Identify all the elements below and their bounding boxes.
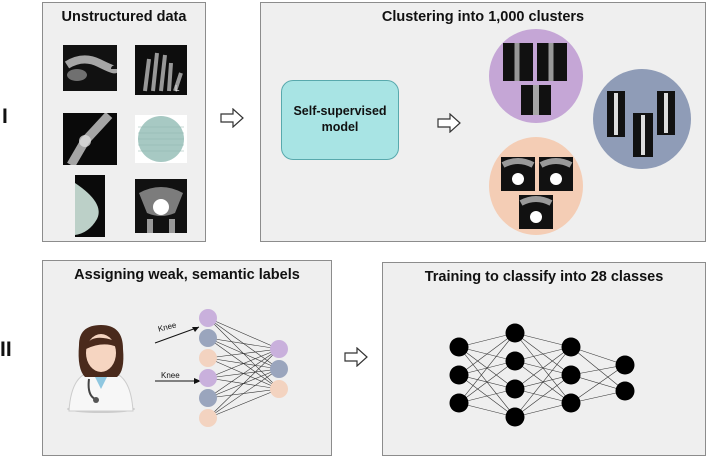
input-node-1: [199, 309, 217, 327]
arrow-to-lower-node: [155, 378, 201, 384]
xray-shoulder-image: [63, 45, 117, 91]
nn-layer1-node-3: [449, 393, 469, 413]
unstructured-data-panel: Unstructured data L: [42, 2, 206, 242]
xray-pelvis-image: [135, 179, 187, 233]
nn-layer3-node-1: [561, 337, 581, 357]
label-network-diagram: [199, 309, 288, 427]
clustering-panel: Clustering into 1,000 clusters Self-supe…: [260, 2, 706, 242]
training-panel: Training to classify into 28 classes: [382, 262, 706, 456]
input-node-6: [199, 409, 217, 427]
row-label-i: I: [2, 105, 8, 128]
self-supervised-model-label: Self-supervised model: [293, 104, 387, 134]
nn-layer2-node-1: [505, 323, 525, 343]
knee-label-bottom: Knee: [161, 371, 180, 380]
assigning-labels-title: Assigning weak, semantic labels: [74, 267, 300, 283]
clustering-title: Clustering into 1,000 clusters: [381, 9, 585, 25]
neural-network-icon: [449, 323, 635, 427]
cluster-purple: [489, 29, 583, 123]
arrow-to-top-node: [154, 326, 200, 344]
hollow-right-arrow-icon: [344, 347, 368, 367]
nn-layer3-node-3: [561, 393, 581, 413]
self-supervised-model-box: Self-supervised model: [281, 80, 399, 160]
hollow-right-arrow-icon: [437, 113, 461, 133]
input-node-2: [199, 329, 217, 347]
row-label-ii: II: [0, 338, 12, 361]
input-node-5: [199, 389, 217, 407]
cluster-peach: [489, 137, 583, 235]
unstructured-data-title: Unstructured data: [61, 9, 187, 25]
nn-output-node-2: [615, 381, 635, 401]
nn-layer2-node-2: [505, 351, 525, 371]
xray-breast-image: [75, 175, 105, 237]
xray-round-image: [135, 115, 187, 163]
input-node-3: [199, 349, 217, 367]
output-node-3: [270, 380, 288, 398]
assigning-labels-panel: Assigning weak, semantic labels Knee Kne…: [42, 260, 332, 456]
nn-layer2-node-3: [505, 379, 525, 399]
output-node-1: [270, 340, 288, 358]
xray-elbow-image: [63, 113, 117, 165]
cluster-blue: [593, 69, 691, 169]
training-title: Training to classify into 28 classes: [424, 269, 664, 285]
hollow-right-arrow-icon: [220, 108, 244, 128]
output-node-2: [270, 360, 288, 378]
doctor-icon: [67, 325, 135, 413]
nn-layer2-node-4: [505, 407, 525, 427]
svg-text:L: L: [175, 84, 180, 93]
nn-output-node-1: [615, 355, 635, 375]
nn-layer3-node-2: [561, 365, 581, 385]
input-node-4: [199, 369, 217, 387]
nn-layer1-node-1: [449, 337, 469, 357]
nn-layer1-node-2: [449, 365, 469, 385]
xray-hand-image: L: [135, 45, 187, 95]
